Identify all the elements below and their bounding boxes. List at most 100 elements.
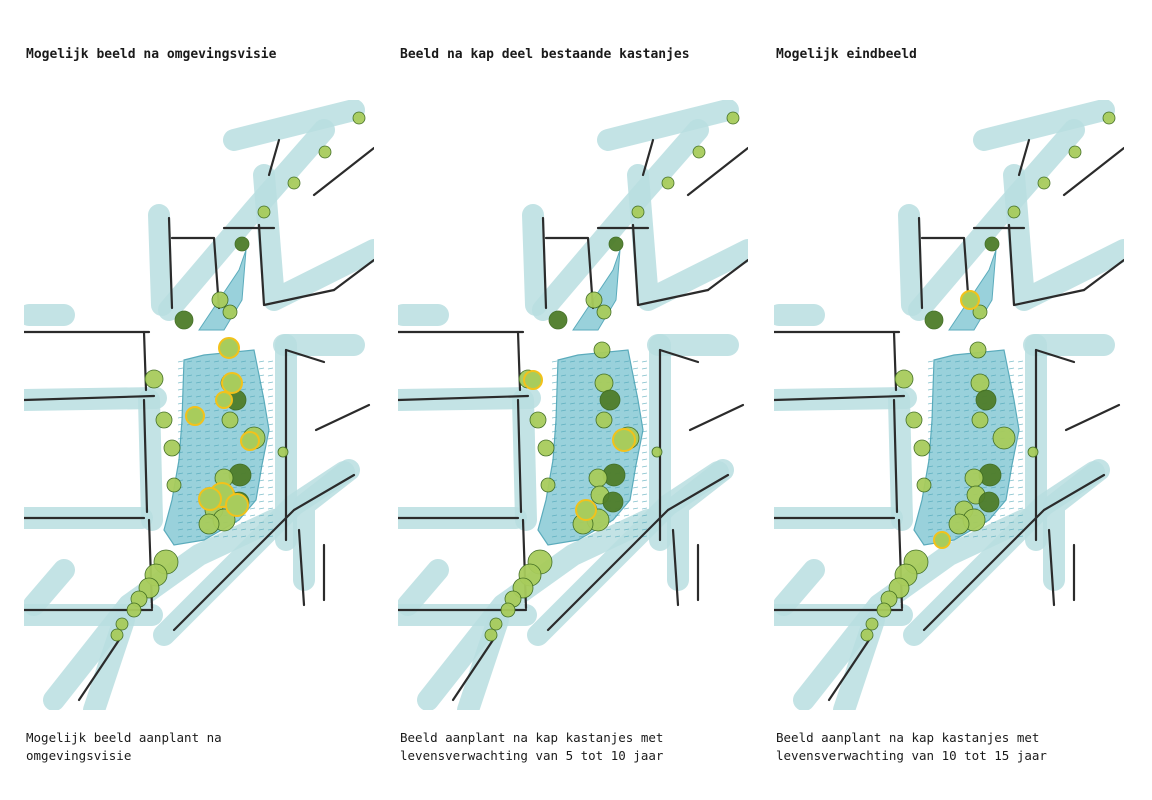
paving-mark xyxy=(222,535,229,538)
paving-mark xyxy=(240,423,247,426)
paving-mark xyxy=(560,367,567,370)
paving-mark xyxy=(186,430,193,433)
paving-mark xyxy=(945,493,952,496)
paving-mark xyxy=(1008,521,1015,524)
paving-mark xyxy=(213,374,220,377)
paving-mark xyxy=(641,458,648,461)
wall-line xyxy=(297,528,306,607)
paving-mark xyxy=(632,451,639,454)
tree xyxy=(876,602,892,618)
paving-mark xyxy=(623,402,630,405)
wall-line xyxy=(172,473,356,632)
wall-line xyxy=(671,528,680,607)
paving-mark xyxy=(213,451,220,454)
paving-mark xyxy=(954,535,961,538)
tree xyxy=(548,310,568,330)
paving-mark xyxy=(632,409,639,412)
tree xyxy=(970,373,990,393)
wall-line xyxy=(1017,138,1031,177)
caption-line-1: Mogelijk beeld aanplant na xyxy=(26,730,222,745)
paving-mark xyxy=(927,472,934,475)
paving-mark xyxy=(258,360,265,363)
tree xyxy=(287,176,301,190)
water-band xyxy=(908,119,1085,321)
tree xyxy=(596,304,612,320)
paving-mark xyxy=(213,409,220,412)
paving-mark xyxy=(963,437,970,440)
paving-mark xyxy=(177,535,184,538)
paving-mark xyxy=(1017,430,1024,433)
paving-mark xyxy=(632,360,639,363)
paving-mark xyxy=(945,381,952,384)
paving-mark xyxy=(222,458,229,461)
paving-mark xyxy=(587,416,594,419)
paving-mark xyxy=(560,423,567,426)
paving-mark xyxy=(267,500,274,503)
tree xyxy=(537,439,555,457)
paving-mark xyxy=(632,395,639,398)
paving-mark xyxy=(231,535,238,538)
paving-mark xyxy=(936,381,943,384)
paving-mark xyxy=(240,367,247,370)
paving-mark xyxy=(551,521,558,524)
wall-line xyxy=(774,394,906,402)
paving-mark xyxy=(981,367,988,370)
paving-mark xyxy=(927,458,934,461)
paving-mark xyxy=(569,507,576,510)
paving-mark xyxy=(258,472,265,475)
paving-mark xyxy=(1008,388,1015,391)
paving-mark xyxy=(267,381,274,384)
paving-mark xyxy=(578,416,585,419)
paving-mark xyxy=(1008,381,1015,384)
paving-mark xyxy=(213,465,220,468)
paving-mark xyxy=(249,521,256,524)
wall-line xyxy=(827,638,871,702)
paving-mark xyxy=(623,458,630,461)
paving-mark xyxy=(963,388,970,391)
paving-mark xyxy=(249,409,256,412)
paving-mark xyxy=(258,486,265,489)
paving-mark xyxy=(578,395,585,398)
paving-mark xyxy=(963,360,970,363)
tree xyxy=(913,439,931,457)
paving-mark xyxy=(954,381,961,384)
paving-mark xyxy=(204,388,211,391)
paving-mark xyxy=(641,500,648,503)
paving-mark xyxy=(587,423,594,426)
paving-mark xyxy=(632,528,639,531)
paving-mark xyxy=(990,360,997,363)
paving-mark xyxy=(569,437,576,440)
paving-mark xyxy=(186,360,193,363)
paving-mark xyxy=(560,493,567,496)
paving-mark xyxy=(641,430,648,433)
paving-mark xyxy=(1017,374,1024,377)
paving-mark xyxy=(990,388,997,391)
paving-mark xyxy=(981,437,988,440)
paving-mark xyxy=(927,465,934,468)
paving-mark xyxy=(999,528,1006,531)
paving-mark xyxy=(596,437,603,440)
paving-mark xyxy=(936,437,943,440)
paving-mark xyxy=(945,465,952,468)
paving-mark xyxy=(990,514,997,517)
tree xyxy=(599,389,621,411)
paving-mark xyxy=(963,486,970,489)
paving-mark xyxy=(945,374,952,377)
paving-mark xyxy=(267,486,274,489)
paving-mark xyxy=(177,374,184,377)
paving-mark xyxy=(569,451,576,454)
paving-mark xyxy=(981,360,988,363)
paving-mark xyxy=(614,521,621,524)
paving-mark xyxy=(963,423,970,426)
paving-mark xyxy=(551,423,558,426)
tree xyxy=(978,491,1000,513)
trees xyxy=(484,111,740,642)
paving-mark xyxy=(1008,367,1015,370)
paving-mark xyxy=(177,367,184,370)
paving-mark xyxy=(1017,416,1024,419)
wall-line xyxy=(77,638,121,702)
paving-mark xyxy=(936,465,943,468)
paving-mark xyxy=(605,367,612,370)
paving-mark xyxy=(213,423,220,426)
wall-line xyxy=(541,216,548,310)
